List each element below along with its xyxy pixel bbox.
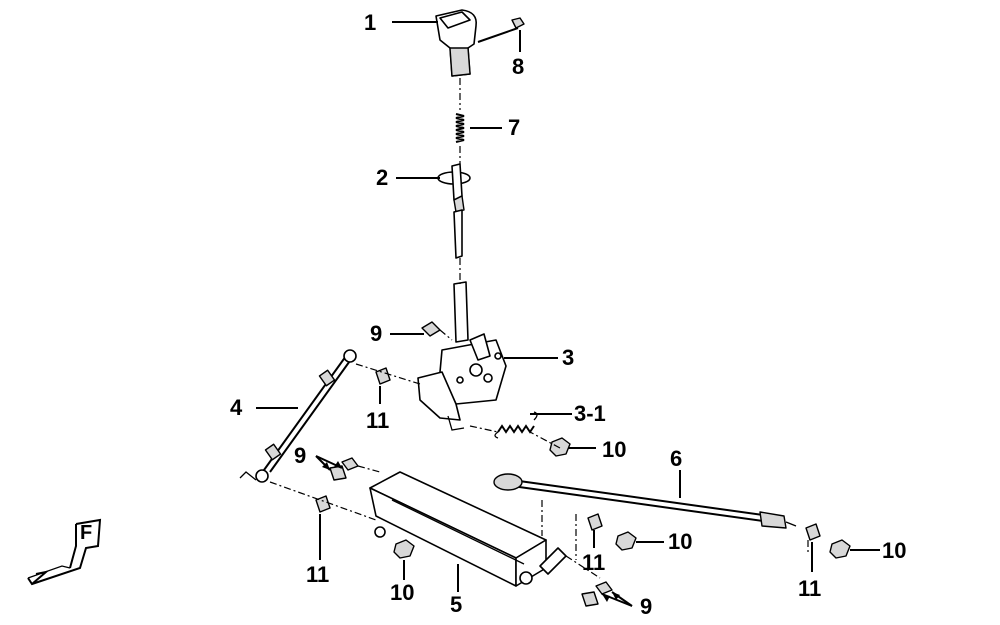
- callout-8: 8: [512, 54, 525, 79]
- shift-shaft: [453, 209, 469, 343]
- callout-10-right: 10: [882, 538, 907, 563]
- part-3-1-spring: [494, 411, 538, 439]
- part-8-screw: [511, 17, 525, 29]
- callout-11-middle: 11: [582, 550, 606, 575]
- front-direction-marker: [27, 518, 102, 586]
- callout-3: 3: [562, 345, 575, 370]
- callout-9-bracket: 9: [370, 321, 383, 346]
- callout-10-lower: 10: [390, 580, 415, 605]
- part-1-knob: [435, 9, 478, 77]
- part-3-bracket: [417, 333, 507, 431]
- callout-4: 4: [230, 395, 243, 420]
- part-2-collar: [437, 163, 471, 213]
- callout-2: 2: [376, 165, 389, 190]
- callout-10-middle: 10: [668, 529, 693, 554]
- part-6-cable: [493, 473, 797, 529]
- callout-11-left: 11: [306, 562, 330, 587]
- part-7-spring: [455, 113, 465, 143]
- callout-11-upper: 11: [366, 408, 390, 433]
- callout-1: 1: [364, 10, 377, 35]
- part-10-nuts: [393, 437, 851, 559]
- callout-7: 7: [508, 115, 521, 140]
- callout-11-right: 11: [798, 576, 822, 601]
- callout-6: 6: [670, 446, 683, 471]
- part-5-support-bar: [369, 471, 567, 587]
- callout-9-lower: 9: [640, 594, 653, 619]
- front-marker-letter: F: [80, 522, 93, 544]
- leader-lines: [256, 21, 880, 607]
- callout-9-left: 9: [294, 443, 307, 468]
- callout-5: 5: [450, 592, 463, 617]
- callout-10-upper: 10: [602, 437, 627, 462]
- callout-3-1: 3-1: [574, 401, 606, 426]
- part-4-shift-rod: [239, 349, 357, 483]
- part-11-clips: [315, 367, 821, 541]
